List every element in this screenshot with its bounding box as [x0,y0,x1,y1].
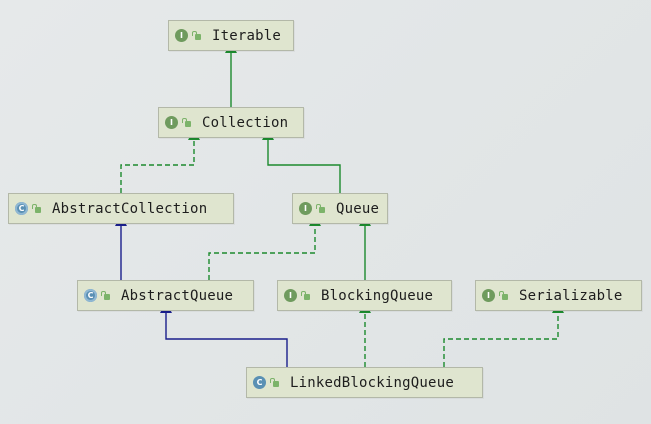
edge-queue-extends-collection [262,129,341,193]
node-label: Iterable [212,27,282,44]
public-access-icon [101,290,111,301]
node-label: Queue [336,200,380,217]
edge-linkedblockingqueue-extends-abstractqueue [160,302,288,367]
interface-icon: I [299,202,312,215]
edge-abstractqueue-implements-queue [208,215,321,280]
interface-icon: I [482,289,495,302]
interface-icon: I [165,116,178,129]
node-linked-blocking-queue[interactable]: C LinkedBlockingQueue [246,367,483,398]
node-label: LinkedBlockingQueue [290,374,454,391]
public-access-icon [182,117,192,128]
interface-icon: I [175,29,188,42]
node-label: BlockingQueue [321,287,434,304]
edge-abstractcollection-implements-collection [120,129,200,193]
public-access-icon [301,290,311,301]
node-abstract-queue[interactable]: C AbstractQueue [77,280,254,311]
node-label: AbstractCollection [52,200,208,217]
node-iterable[interactable]: I Iterable [168,20,294,51]
public-access-icon [270,377,280,388]
public-access-icon [316,203,326,214]
node-blocking-queue[interactable]: I BlockingQueue [277,280,452,311]
public-access-icon [32,203,42,214]
class-icon: C [253,376,266,389]
node-serializable[interactable]: I Serializable [475,280,642,311]
edge-linkedblockingqueue-implements-serializable [443,302,564,367]
abstract-class-icon: C [15,202,28,215]
public-access-icon [499,290,509,301]
node-label: Serializable [519,287,623,304]
node-abstract-collection[interactable]: C AbstractCollection [8,193,234,224]
node-queue[interactable]: I Queue [292,193,388,224]
interface-icon: I [284,289,297,302]
public-access-icon [192,30,202,41]
abstract-class-icon: C [84,289,97,302]
node-label: AbstractQueue [121,287,234,304]
node-label: Collection [202,114,289,131]
node-collection[interactable]: I Collection [158,107,304,138]
